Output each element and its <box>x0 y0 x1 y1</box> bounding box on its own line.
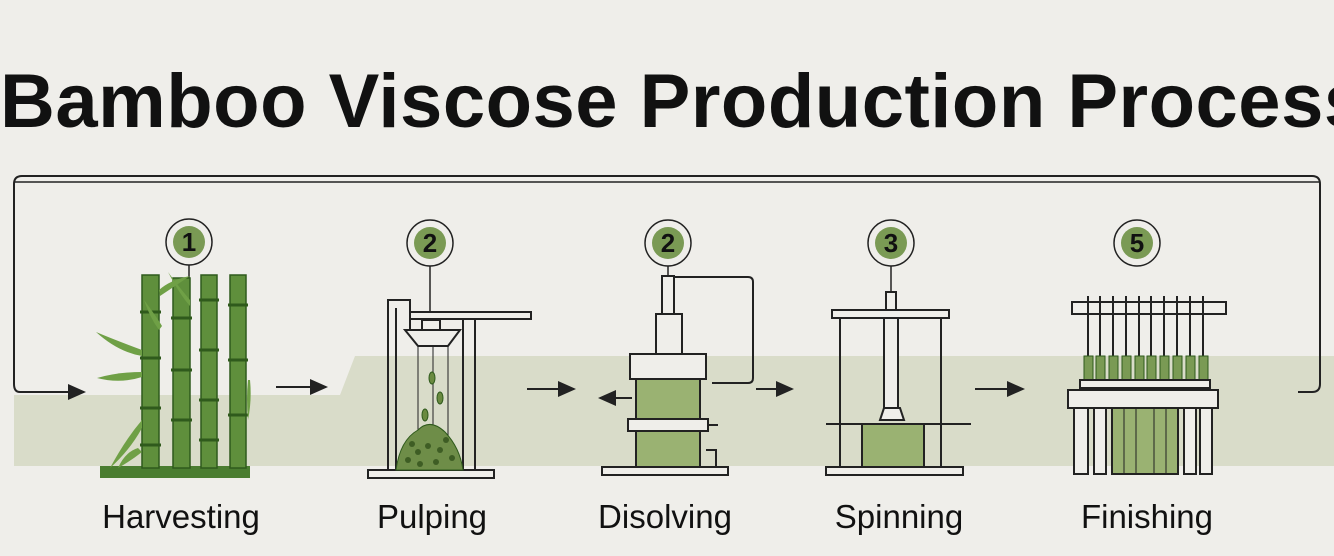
flow-arrows <box>276 379 1025 397</box>
step-badge-4: 3 <box>867 219 915 294</box>
stage-label-dissolving: Disolving <box>598 498 732 535</box>
page-title: Bamboo Viscose Production Process <box>0 59 1334 144</box>
stage-label-finishing: Finishing <box>1080 498 1214 535</box>
bamboo-stalks-icon <box>96 272 251 478</box>
pulping-press-icon <box>367 299 532 479</box>
step-badge-1: 1 <box>165 218 213 283</box>
stage-label-pulping: Pulping <box>376 498 488 535</box>
step-badge-5: 5 <box>1113 219 1161 267</box>
step-number: 1 <box>182 227 196 257</box>
stage-label-spinning: Spinning <box>834 498 964 535</box>
stage-label-harvesting: Harvesting <box>102 498 260 535</box>
dissolving-tank-icon <box>598 275 754 476</box>
step-number: 2 <box>423 228 437 258</box>
process-frame <box>13 175 1321 400</box>
step-number: 5 <box>1130 228 1144 258</box>
spinning-machine-icon <box>825 291 971 476</box>
step-number: 2 <box>661 228 675 258</box>
step-number: 3 <box>884 228 898 258</box>
step-badge-2: 2 <box>406 219 454 312</box>
step-badge-3: 2 <box>644 219 692 276</box>
finishing-machine-icon <box>1067 296 1227 475</box>
